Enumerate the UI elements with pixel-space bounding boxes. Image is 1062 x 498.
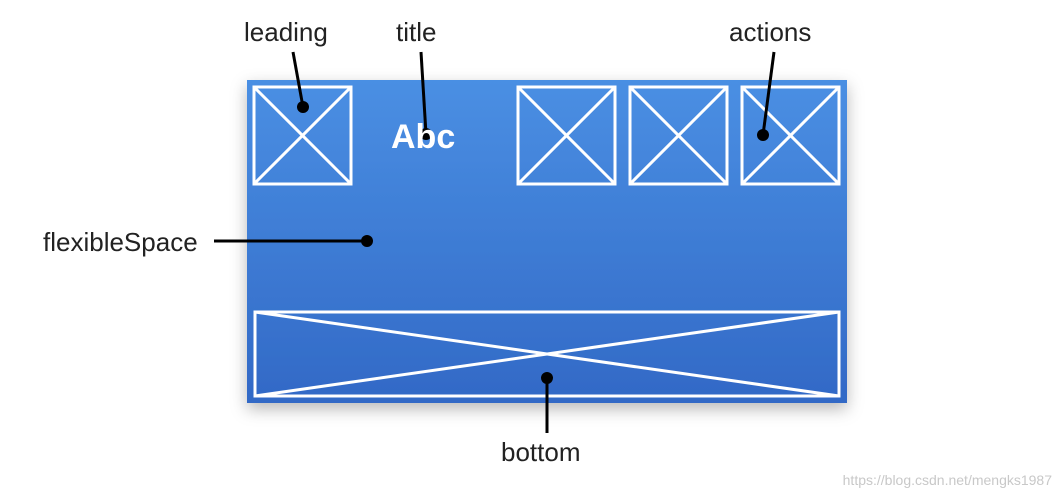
title-callout-line <box>419 51 428 135</box>
actions-label: actions <box>729 17 812 47</box>
actions-callout-line <box>761 51 776 136</box>
watermark: https://blog.csdn.net/mengks1987 <box>842 472 1052 488</box>
action-placeholder-2 <box>628 85 729 186</box>
action-placeholder-1 <box>516 85 617 186</box>
leading-callout-dot <box>297 101 309 113</box>
leading-placeholder <box>252 85 353 186</box>
title-label: title <box>396 17 437 47</box>
bottom-label: bottom <box>501 437 581 467</box>
title-callout-dot <box>420 128 432 140</box>
bottom-callout-dot <box>541 372 553 384</box>
leading-callout-line <box>291 51 305 108</box>
action-placeholder-3 <box>740 85 841 186</box>
appbar-title: Abc <box>391 118 456 156</box>
flexible-space-callout-dot <box>361 235 373 247</box>
actions-callout-dot <box>757 129 769 141</box>
leading-label: leading <box>244 17 328 47</box>
flexible-space-label: flexibleSpace <box>43 227 198 257</box>
